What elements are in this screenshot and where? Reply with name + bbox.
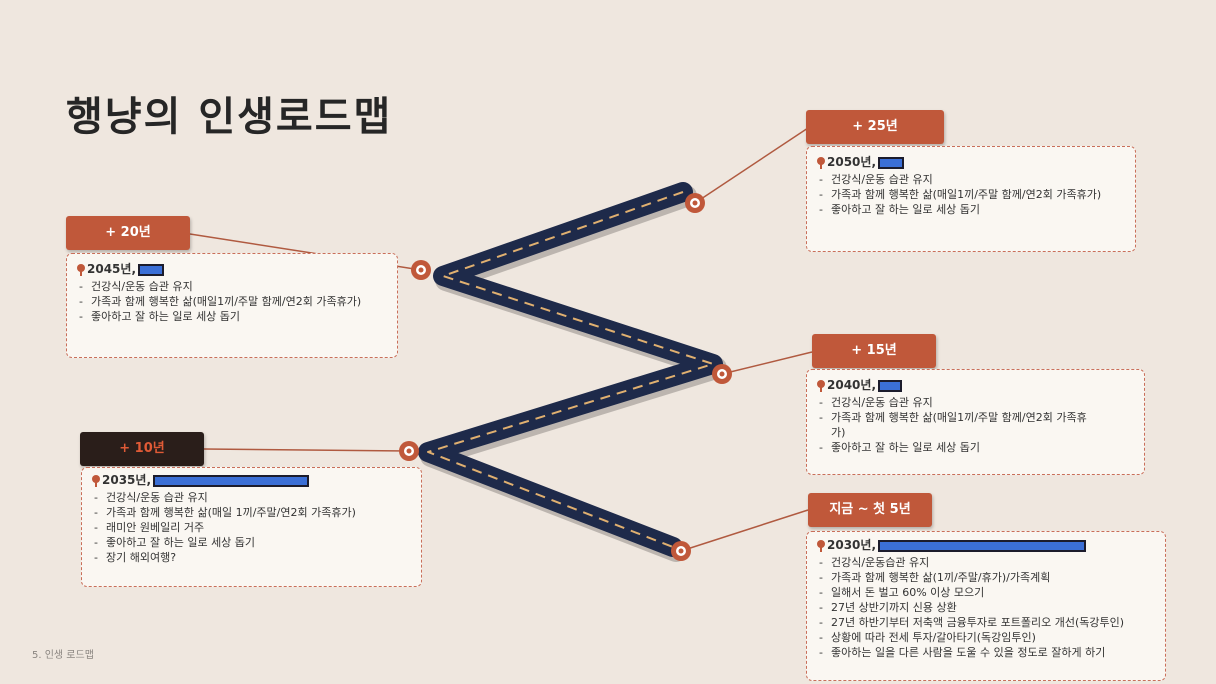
slide-footer: 5. 인생 로드맵 [32,650,94,661]
list-item: 가족과 함께 행복한 삶(매일1끼/주말 함께/연2회 가족휴가) [77,294,387,309]
pin-icon [817,156,825,169]
pin-icon [92,474,100,487]
list-item: 장기 해외여행? [92,550,411,565]
milestone-head: 2045년, [77,262,387,277]
list-item: 래미안 원베일리 거주 [92,520,411,535]
milestone-head: 2050년, [817,155,1125,170]
milestone-head: 2040년, [817,378,1134,393]
list-item: 건강식/운동 습관 유지 [92,490,411,505]
milestone-year: 2050년, [827,155,876,169]
list-item: 상황에 따라 전세 투자/갈아타기(독강임투인) [817,630,1155,645]
list-item: 27년 상반기까지 신용 상환 [817,600,1155,615]
milestone-list: 건강식/운동습관 유지 가족과 함께 행복한 삶(1끼/주말/휴가)/가족계획 … [817,555,1155,660]
pin-icon [817,379,825,392]
list-item: 가족과 함께 행복한 삶(매일 1끼/주말/연2회 가족휴가) [92,505,411,520]
redacted-bar [878,379,902,392]
list-item: 좋아하고 잘 하는 일로 세상 돕기 [77,309,387,324]
list-item: 일해서 돈 벌고 60% 이상 모으기 [817,585,1155,600]
redacted-bar [138,263,164,276]
milestone-tag-now: 지금 ~ 첫 5년 [808,493,932,527]
milestone-card-25: 2050년, 건강식/운동 습관 유지 가족과 함께 행복한 삶(매일1끼/주말… [806,146,1136,252]
milestone-markers [399,193,732,561]
milestone-list: 건강식/운동 습관 유지 가족과 함께 행복한 삶(매일 1끼/주말/연2회 가… [92,490,411,565]
list-item: 건강식/운동습관 유지 [817,555,1155,570]
milestone-list: 건강식/운동 습관 유지 가족과 함께 행복한 삶(매일1끼/주말 함께/연2회… [817,172,1125,217]
milestone-head: 2035년, [92,473,411,488]
milestone-year: 2040년, [827,378,876,392]
list-item: 가족과 함께 행복한 삶(1끼/주말/휴가)/가족계획 [817,570,1155,585]
milestone-year: 2030년, [827,538,876,552]
milestone-head: 2030년, [817,538,1155,553]
redacted-bar [878,539,1086,552]
pin-icon [817,539,825,552]
milestone-card-20: 2045년, 건강식/운동 습관 유지 가족과 함께 행복한 삶(매일1끼/주말… [66,253,398,358]
milestone-tag-10: + 10년 [80,432,204,466]
milestone-tag-25: + 25년 [806,110,944,144]
milestone-list: 건강식/운동 습관 유지 가족과 함께 행복한 삶(매일1끼/주말 함께/연2회… [817,395,1134,455]
list-item: 27년 하반기부터 저축액 금융투자로 포트폴리오 개선(독강투인) [817,615,1155,630]
milestone-year: 2045년, [87,262,136,276]
redacted-bar [878,156,904,169]
list-item: 좋아하는 일을 다른 사람을 도울 수 있을 정도로 잘하게 하기 [817,645,1155,660]
milestone-year: 2035년, [102,473,151,487]
list-item: 건강식/운동 습관 유지 [77,279,387,294]
list-item: 좋아하고 잘 하는 일로 세상 돕기 [817,202,1125,217]
list-item: 좋아하고 잘 하는 일로 세상 돕기 [817,440,1134,455]
milestone-card-10: 2035년, 건강식/운동 습관 유지 가족과 함께 행복한 삶(매일 1끼/주… [81,467,422,587]
milestone-tag-20: + 20년 [66,216,190,250]
list-item: 건강식/운동 습관 유지 [817,172,1125,187]
list-item: 건강식/운동 습관 유지 [817,395,1134,410]
milestone-card-now: 2030년, 건강식/운동습관 유지 가족과 함께 행복한 삶(1끼/주말/휴가… [806,531,1166,681]
pin-icon [77,263,85,276]
redacted-bar [153,474,309,487]
milestone-list: 건강식/운동 습관 유지 가족과 함께 행복한 삶(매일1끼/주말 함께/연2회… [77,279,387,324]
list-item: 좋아하고 잘 하는 일로 세상 돕기 [92,535,411,550]
milestone-tag-15: + 15년 [812,334,936,368]
list-item: 가족과 함께 행복한 삶(매일1끼/주말 함께/연2회 가족휴가) [817,187,1125,202]
list-item: 가족과 함께 행복한 삶(매일1끼/주말 함께/연2회 가족휴가) [817,410,1091,440]
page-title: 행냥의 인생로드맵 [66,94,393,140]
milestone-card-15: 2040년, 건강식/운동 습관 유지 가족과 함께 행복한 삶(매일1끼/주말… [806,369,1145,475]
